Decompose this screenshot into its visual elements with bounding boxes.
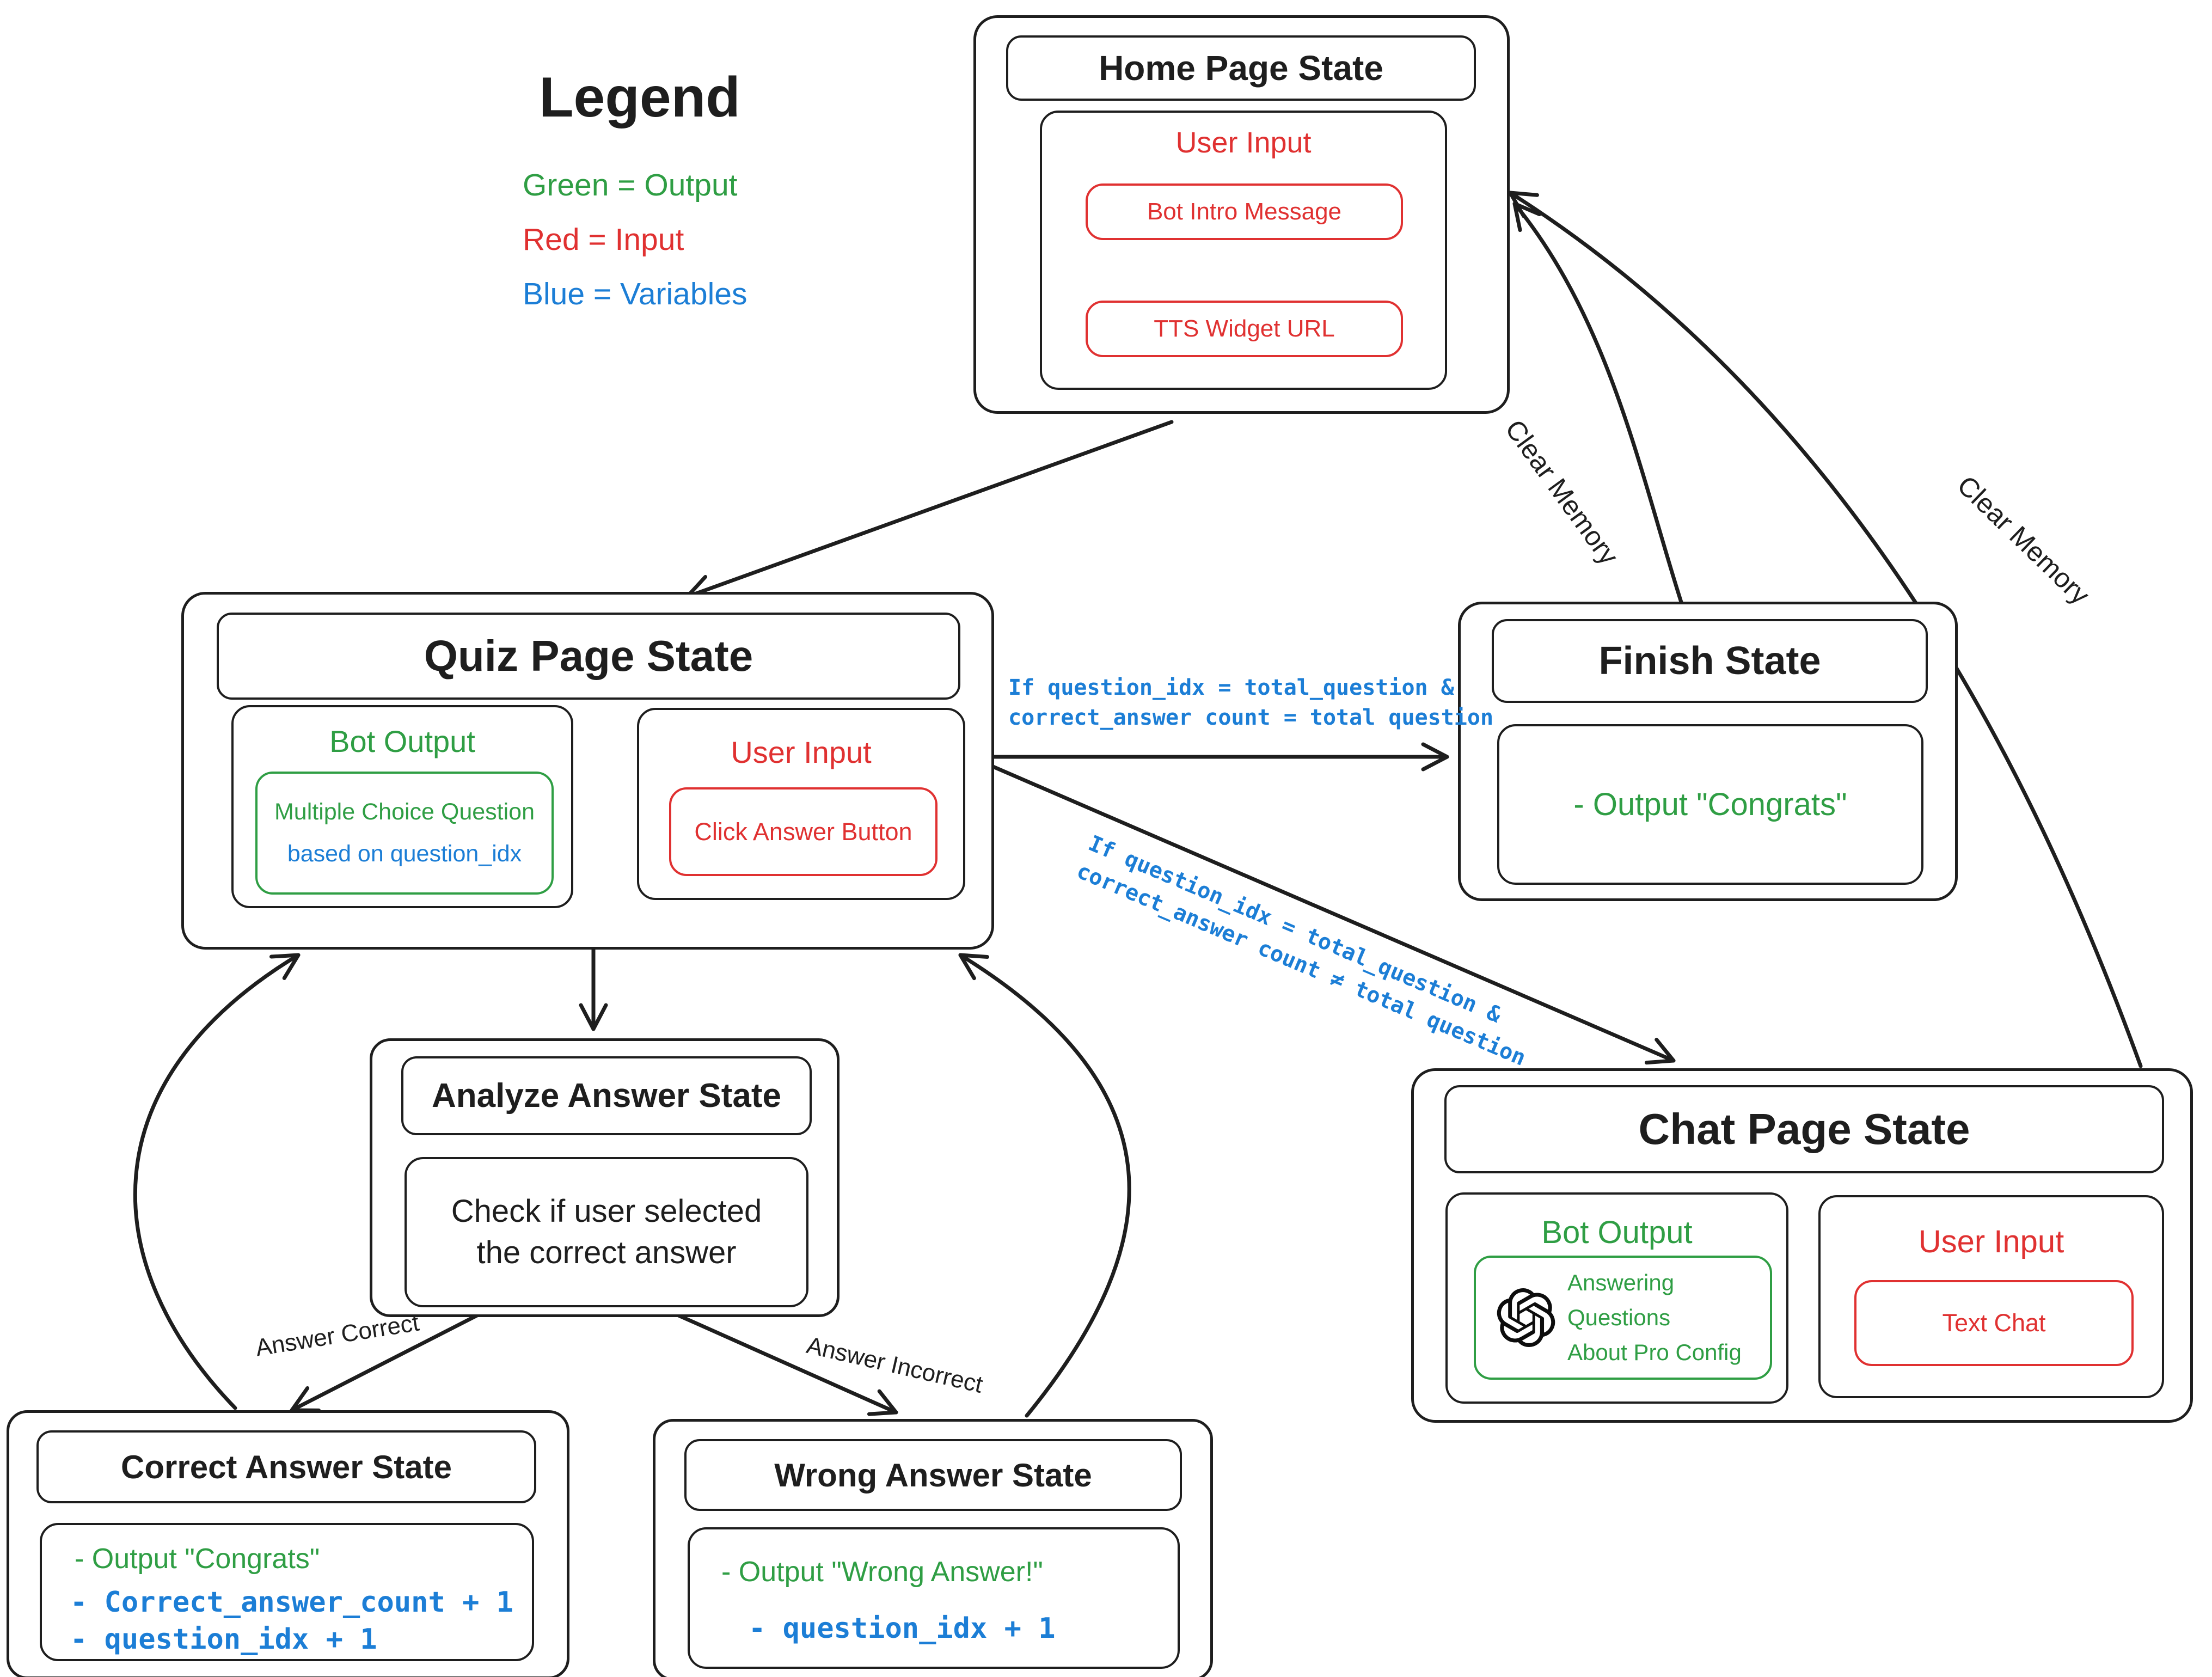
quiz-to-finish-condition-line2: correct_answer count = total question <box>1008 705 1494 730</box>
home-page-state-title: Home Page State <box>1006 35 1476 101</box>
arrow-wrong-to-quiz <box>958 953 1131 1418</box>
finish-output-line: - Output "Congrats" <box>1573 787 1847 822</box>
finish-state-body: - Output "Congrats" <box>1497 724 1923 885</box>
correct-answer-state-title-label: Correct Answer State <box>121 1448 452 1485</box>
quiz-to-finish-condition-line1: If question_idx = total_question & <box>1008 675 1454 700</box>
chat-bot-output-pill: Answering Questions About Pro Config <box>1474 1256 1772 1380</box>
chat-pill-text-chat: Text Chat <box>1854 1280 2134 1366</box>
chat-bot-output-line2: About Pro Config <box>1567 1339 1742 1365</box>
legend-item-variables: Blue = Variables <box>523 277 747 311</box>
correct-answer-body: - Output "Congrats" - Correct_answer_cou… <box>40 1523 534 1661</box>
correct-answer-state-node: Correct Answer State - Output "Congrats"… <box>7 1410 569 1677</box>
legend-item-input: Red = Input <box>523 222 684 257</box>
quiz-user-input-section: User Input Click Answer Button <box>637 708 965 900</box>
analyze-line1: Check if user selected <box>451 1194 762 1229</box>
quiz-page-state-title-label: Quiz Page State <box>424 632 753 680</box>
analyze-answer-state-node: Analyze Answer State Check if user selec… <box>370 1038 840 1317</box>
arrow-analyze-to-correct <box>290 1312 481 1412</box>
chat-bot-output-heading: Bot Output <box>1541 1215 1693 1250</box>
quiz-bot-output-heading: Bot Output <box>329 724 475 758</box>
chat-bot-output-section: Bot Output Answering Questions About Pro… <box>1445 1192 1788 1404</box>
quiz-page-state-title: Quiz Page State <box>217 613 960 700</box>
wrong-answer-body: - Output "Wrong Answer!" - question_idx … <box>688 1527 1180 1669</box>
correct-var-line2: - question_idx + 1 <box>70 1623 377 1656</box>
wrong-var-line1: - question_idx + 1 <box>749 1612 1056 1645</box>
home-page-state-node: Home Page State User Input Bot Intro Mes… <box>973 15 1510 414</box>
chat-page-state-title: Chat Page State <box>1444 1085 2164 1173</box>
chat-bot-output-line1: Answering Questions <box>1567 1270 1675 1330</box>
arrow-quiz-to-chat <box>991 764 1676 1065</box>
chat-user-input-section: User Input Text Chat <box>1818 1195 2164 1398</box>
quiz-pill-click-answer-button: Click Answer Button <box>669 787 938 876</box>
quiz-bot-output-line2: based on question_idx <box>287 841 522 867</box>
home-pill-bot-intro-message: Bot Intro Message <box>1086 183 1403 240</box>
chat-page-state-node: Chat Page State Bot Output Answering Que… <box>1411 1068 2193 1423</box>
finish-state-title-label: Finish State <box>1598 639 1821 683</box>
legend-title: Legend <box>539 66 740 129</box>
correct-answer-state-title: Correct Answer State <box>36 1430 536 1503</box>
openai-logo-icon <box>1497 1288 1555 1347</box>
quiz-user-input-heading: User Input <box>731 735 872 769</box>
finish-state-title: Finish State <box>1492 619 1928 703</box>
home-pill-tts-widget-url: TTS Widget URL <box>1086 301 1403 357</box>
analyze-answer-body: Check if user selected the correct answe… <box>405 1157 808 1307</box>
wrong-answer-state-title-label: Wrong Answer State <box>774 1456 1092 1494</box>
edge-label-quiz-to-finish-condition: If question_idx = total_question & corre… <box>1008 673 1493 733</box>
arrow-correct-to-quiz <box>133 953 301 1410</box>
quiz-page-state-node: Quiz Page State Bot Output Multiple Choi… <box>181 592 994 950</box>
wrong-output-line: - Output "Wrong Answer!" <box>721 1556 1043 1588</box>
chat-page-state-title-label: Chat Page State <box>1638 1105 1970 1153</box>
home-user-input-heading: User Input <box>1175 126 1312 159</box>
arrow-finish-to-home <box>1512 201 1684 608</box>
chat-user-input-heading: User Input <box>1918 1224 2064 1259</box>
legend: Legend Green = Output Red = Input Blue =… <box>523 65 747 312</box>
quiz-bot-output-section: Bot Output Multiple Choice Question base… <box>231 705 573 908</box>
legend-item-output: Green = Output <box>523 168 738 203</box>
finish-state-node: Finish State - Output "Congrats" <box>1458 602 1958 901</box>
correct-var-line1: - Correct_answer_count + 1 <box>70 1586 513 1619</box>
wrong-answer-state-title: Wrong Answer State <box>684 1439 1182 1511</box>
quiz-bot-output-line1: Multiple Choice Question <box>274 799 535 825</box>
arrow-home-to-quiz <box>685 420 1174 603</box>
analyze-line2: the correct answer <box>476 1235 737 1270</box>
wrong-answer-state-node: Wrong Answer State - Output "Wrong Answe… <box>653 1419 1213 1677</box>
correct-output-line: - Output "Congrats" <box>75 1543 320 1575</box>
analyze-answer-state-title: Analyze Answer State <box>401 1056 812 1135</box>
arrow-analyze-to-wrong <box>674 1312 898 1416</box>
quiz-bot-output-pill: Multiple Choice Question based on questi… <box>255 772 554 895</box>
home-page-state-title-label: Home Page State <box>1099 48 1383 88</box>
analyze-answer-state-title-label: Analyze Answer State <box>431 1077 782 1115</box>
home-user-input-section: User Input Bot Intro Message TTS Widget … <box>1040 111 1447 390</box>
